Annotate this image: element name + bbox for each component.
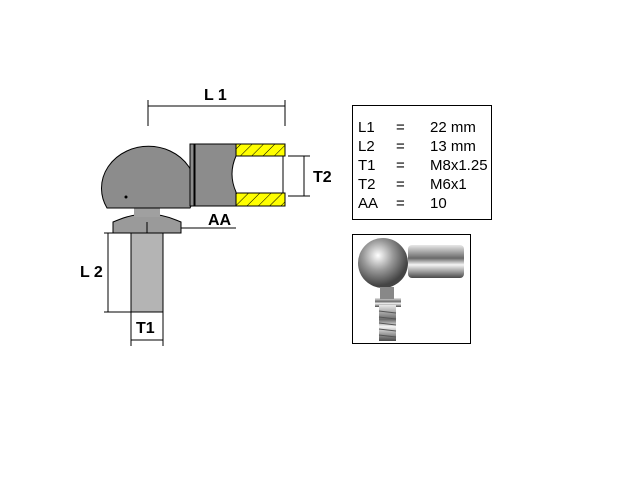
threaded-shank [130,232,164,313]
housing [194,143,237,207]
dimension-l2 [104,232,131,313]
dimension-l1 [147,100,286,126]
section-top [235,143,286,157]
spec-row: T1=M8x1.25 [358,157,488,174]
spec-table: L1=22 mm L2=13 mm T1=M8x1.25 T2=M6x1 AA=… [352,105,492,220]
label-t2: T2 [313,169,332,186]
spec-row: L2=13 mm [358,138,476,155]
product-photo [352,234,471,344]
spec-row: L1=22 mm [358,119,476,136]
ball [101,145,196,209]
label-l2: L 2 [80,264,103,281]
spec-row: T2=M6x1 [358,176,467,193]
ball-joint-photo [358,238,464,341]
dimension-t1 [130,312,164,346]
label-aa: AA [208,212,232,229]
section-bottom [235,192,286,207]
label-l1: L 1 [204,87,227,104]
label-t1: T1 [136,320,155,337]
neck [134,207,160,217]
spec-row: AA=10 [358,195,447,212]
dimension-t2 [288,155,310,197]
